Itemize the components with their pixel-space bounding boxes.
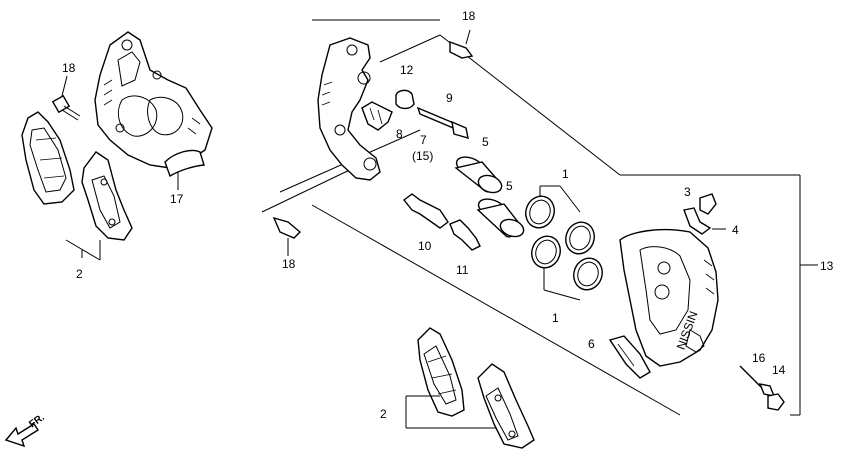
boot-12 <box>395 89 415 110</box>
callout-1-lower: 1 <box>552 311 559 325</box>
callout-2-right: 2 <box>380 407 387 421</box>
brake-pad-left-front <box>21 111 75 205</box>
pad-spring-8 <box>361 101 393 131</box>
bolt-18-bottom <box>272 216 302 256</box>
bolt-18-top <box>449 29 474 59</box>
brake-pad-right-front <box>417 327 465 417</box>
pad-spring-left <box>164 149 205 190</box>
callout-16: 16 <box>752 351 766 365</box>
left-caliper-bracket <box>94 31 213 169</box>
pin-bolt-10 <box>403 193 449 229</box>
callout-1-upper: 1 <box>562 167 569 181</box>
callout-15: (15) <box>412 149 433 163</box>
callout-4: 4 <box>732 223 739 237</box>
callout-8: 8 <box>396 127 403 141</box>
callout-11: 11 <box>456 263 469 277</box>
callout-5-lower: 5 <box>506 179 513 193</box>
callout-10: 10 <box>418 239 432 253</box>
caliper-mount-bracket <box>317 37 381 181</box>
bolt-18-left <box>51 75 81 121</box>
leader-1 <box>539 185 581 301</box>
callout-6: 6 <box>588 337 595 351</box>
callout-14: 14 <box>772 363 786 377</box>
callout-12: 12 <box>400 63 414 77</box>
callout-17: 17 <box>170 192 184 206</box>
caliper-body-13: NISSIN <box>619 228 719 367</box>
callout-3: 3 <box>684 185 691 199</box>
callout-13: 13 <box>820 259 834 273</box>
callout-5-upper: 5 <box>482 135 489 149</box>
nut-14 <box>767 393 785 411</box>
brake-pad-left-rear <box>81 151 133 241</box>
leader-2-right <box>405 395 496 429</box>
bleeder-valve-3 <box>699 193 717 215</box>
callout-7: 7 <box>420 133 427 147</box>
bolt-16 <box>739 365 776 397</box>
front-direction-marker: FR. <box>4 412 47 448</box>
pad-spring-6 <box>608 335 651 379</box>
callout-9: 9 <box>446 91 453 105</box>
slide-pin-9 <box>416 106 469 139</box>
brake-pad-right-rear <box>477 363 535 449</box>
piston-upper-5 <box>454 156 503 194</box>
callout-2-left: 2 <box>76 267 83 281</box>
bolt-11 <box>449 219 481 251</box>
callout-18-top: 18 <box>462 9 476 23</box>
bleeder-cap-4 <box>683 207 726 235</box>
callout-18-left: 18 <box>62 61 76 75</box>
piston-lower-5 <box>476 198 525 238</box>
callout-labels: 18 2 17 18 12 9 8 7 (15) 5 5 1 1 10 11 1… <box>62 9 834 421</box>
callout-18-bottom: 18 <box>282 257 296 271</box>
leader-2-left <box>65 239 101 261</box>
piston-seals-1 <box>525 195 603 291</box>
